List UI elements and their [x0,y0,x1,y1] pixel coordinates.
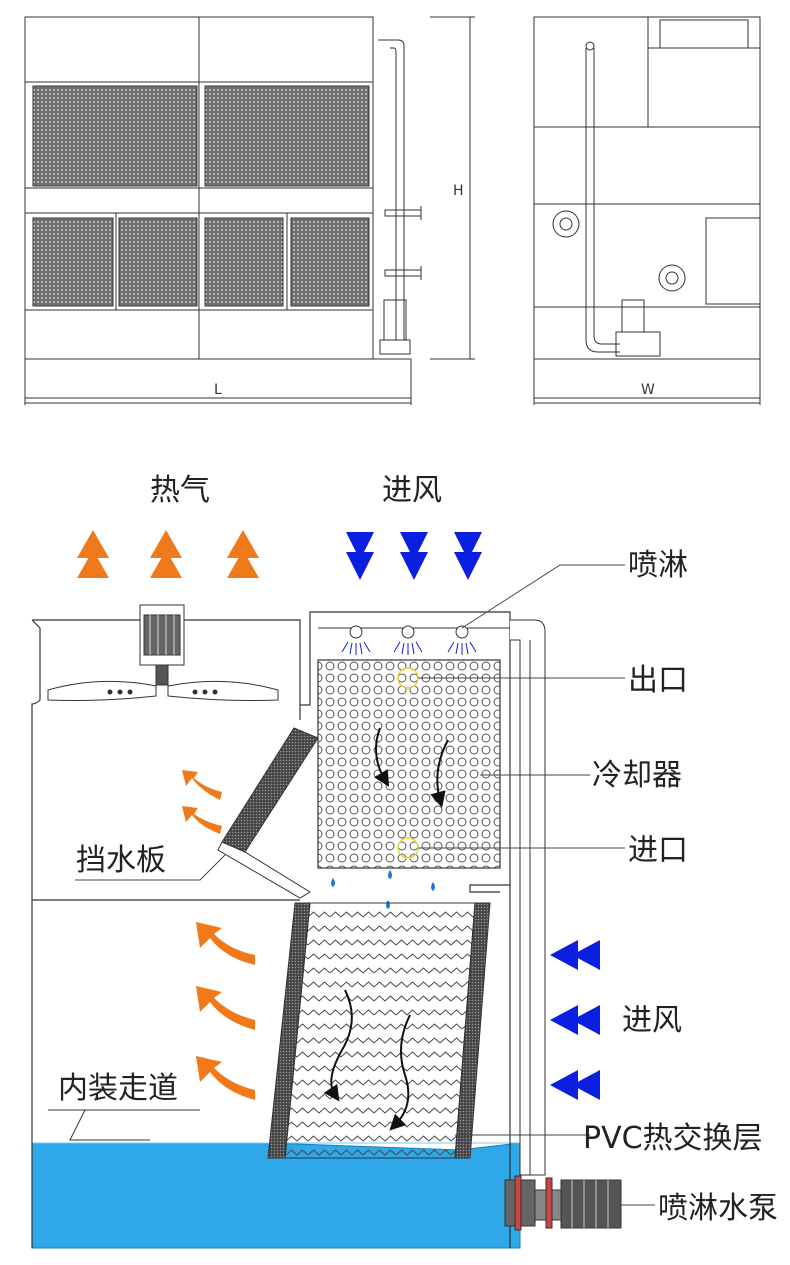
lower-mesh-panel-1 [32,217,114,307]
side-flange-right [658,264,686,292]
hot-air-curved-arrows [182,770,255,1100]
leader-lines [75,564,655,1206]
side-elevation [533,16,761,405]
air-in-side-label: 进风 [622,1003,682,1038]
side-fan-housing [647,16,761,128]
outlet-label: 出口 [628,663,688,698]
upper-mesh-panel-right [204,85,370,187]
front-riser-pipe [378,39,405,340]
height-label: H [453,183,464,199]
air-in-side-arrows [550,940,600,1100]
spray-pump [504,1175,622,1231]
pvc-fill [267,902,491,1159]
lower-mesh-panel-2 [118,217,198,307]
side-flange-left [552,210,580,238]
cooler-label: 冷却器 [592,758,682,793]
upper-mesh-panel-left [32,85,198,187]
tower-casing [31,611,511,1248]
spray-headers [318,625,510,655]
hot-air-arrows [77,530,259,578]
air-in-top-label: 进风 [382,473,442,508]
spray-pump-label: 喷淋水泵 [658,1191,778,1226]
baffle-label: 挡水板 [76,843,166,878]
walkway-label: 内装走道 [58,1071,178,1106]
internal-walkway [48,1109,200,1141]
fan-blade-left [47,680,157,701]
fan-assembly [47,604,279,701]
flow-arrow [389,1014,411,1131]
inlet-label: 进口 [628,833,688,868]
width-label: W [641,382,655,398]
length-label: L [214,382,222,398]
lower-mesh-panel-4 [290,217,370,307]
front-pump [383,299,407,341]
flow-arrow [323,989,353,1102]
fan-blade-right [167,680,279,701]
cooler-coil [317,659,501,869]
side-pump [621,299,645,333]
front-elevation [24,16,475,405]
side-riser-pipe [585,48,620,353]
lower-mesh-panel-3 [204,217,284,307]
flow-arrow [374,727,390,787]
spray-riser-pipe [510,619,546,1176]
air-in-top-arrows [346,532,482,580]
pvc-layer-label: PVC热交换层 [583,1121,763,1156]
spray-nozzle [349,625,469,639]
side-access-door [705,217,761,305]
baffle-plate [217,727,319,899]
flow-arrow [430,739,449,808]
water-basin [31,1142,521,1249]
hot-air-label: 热气 [150,473,210,508]
spray-label: 喷淋 [628,548,688,583]
